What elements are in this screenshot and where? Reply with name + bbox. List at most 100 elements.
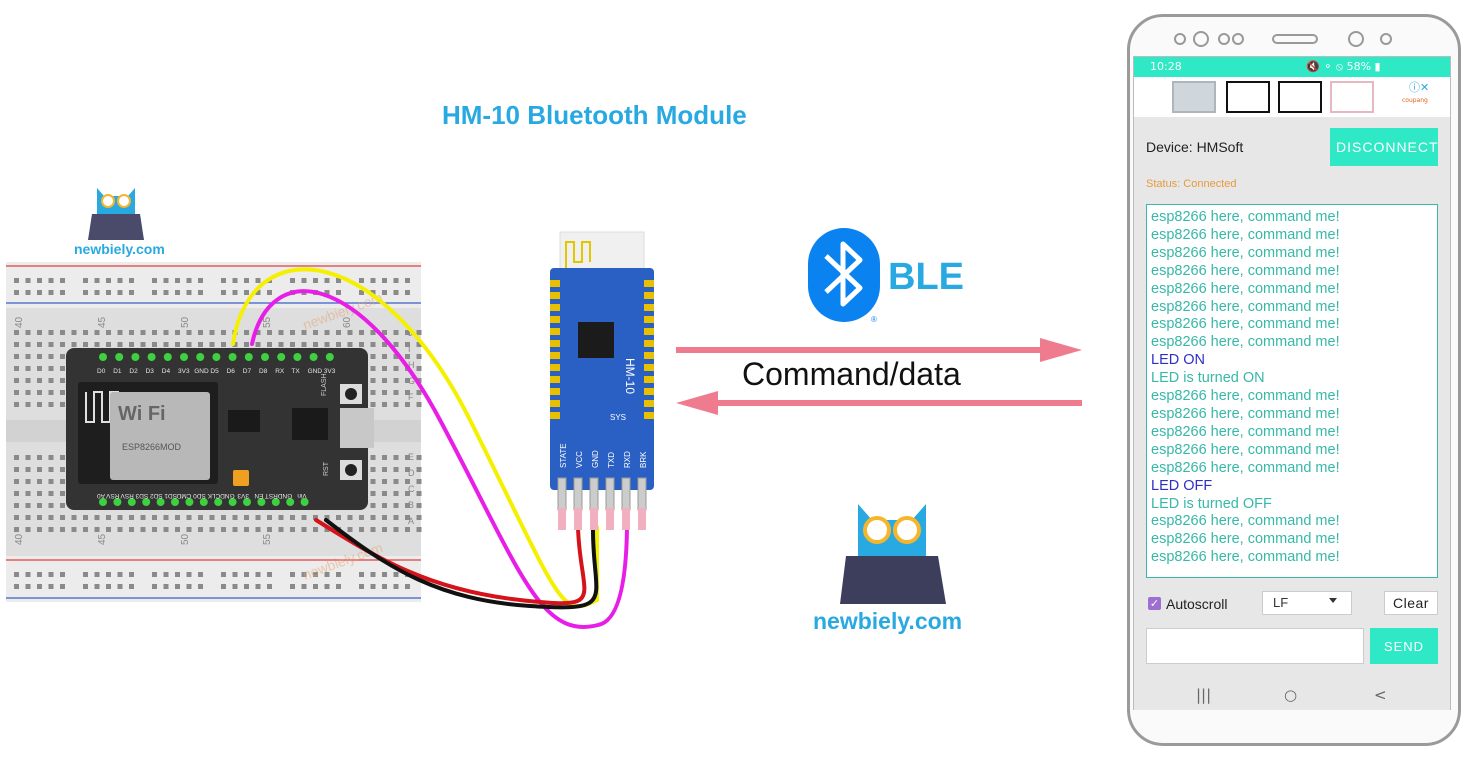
breadboard-hole: [359, 330, 364, 335]
esp-pin-label: D1: [113, 368, 122, 375]
breadboard-hole: [48, 455, 54, 460]
breadboard-hole: [48, 479, 54, 484]
log-response-line: esp8266 here, command me!: [1151, 209, 1340, 225]
breadboard-hole: [60, 290, 65, 295]
breadboard-hole: [25, 402, 31, 407]
ad-close-icon[interactable]: ⓘ✕: [1409, 81, 1430, 94]
esp-pin-label: SD1: [164, 492, 177, 499]
hm10-pin-label: BRK: [639, 451, 648, 468]
log-response-line: esp8266 here, command me!: [1151, 298, 1340, 315]
log-response-line: LED is turned OFF: [1151, 495, 1272, 512]
breadboard-hole: [416, 366, 422, 371]
esp-pin: [214, 498, 223, 506]
bb-col-label: 55: [262, 533, 273, 545]
breadboard-hole: [94, 342, 100, 347]
breadboard-hole: [186, 330, 192, 335]
breadboard-hole: [267, 572, 272, 577]
message-input[interactable]: [1146, 628, 1364, 664]
breadboard-hole: [60, 402, 65, 407]
hm10-board-label: HM-10: [623, 358, 637, 394]
breadboard-hole: [140, 330, 146, 335]
breadboard-hole: [336, 278, 341, 283]
autoscroll-checkbox[interactable]: ✓: [1148, 597, 1161, 610]
breadboard-hole: [290, 572, 295, 577]
breadboard-hole: [129, 515, 134, 520]
esp-pin: [131, 353, 140, 361]
breadboard-hole: [290, 330, 295, 335]
breadboard-hole: [106, 330, 111, 335]
breadboard-hole: [186, 515, 192, 520]
send-button[interactable]: SEND: [1370, 628, 1438, 664]
log-response-line: esp8266 here, command me!: [1151, 405, 1340, 422]
breadboard-hole: [324, 572, 330, 577]
recents-icon[interactable]: |||: [1196, 686, 1212, 704]
hm10-pad: [644, 328, 654, 335]
ad-thumbnail[interactable]: [1226, 81, 1270, 113]
breadboard-hole: [163, 515, 169, 520]
esp-module-label: ESP8266MOD: [122, 442, 182, 452]
esp-pin: [147, 353, 156, 361]
breadboard-hole: [382, 366, 387, 371]
breadboard-hole: [382, 378, 387, 383]
breadboard-hole: [37, 342, 42, 347]
breadboard-hole: [48, 378, 54, 383]
breadboard-hole: [405, 491, 410, 496]
clear-button[interactable]: Clear: [1384, 591, 1438, 615]
breadboard-hole: [37, 402, 42, 407]
breadboard-hole: [393, 390, 399, 395]
breadboard-hole: [186, 572, 192, 577]
esp-pin: [180, 353, 188, 361]
breadboard-hole: [14, 366, 19, 371]
esp-pin-label: GND: [308, 368, 323, 375]
esp-pin-label: RSV: [120, 492, 134, 499]
hm10-pad: [644, 412, 654, 419]
hm10-pad: [550, 400, 560, 407]
breadboard-hole: [405, 515, 410, 520]
hm10-pad: [550, 280, 560, 287]
bb-row-label: I: [408, 344, 411, 354]
disconnect-button[interactable]: DISCONNECT: [1330, 128, 1438, 166]
breadboard-hole: [405, 527, 410, 532]
breadboard-hole: [221, 342, 226, 347]
breadboard-hole: [186, 527, 192, 532]
breadboard-hole: [94, 515, 100, 520]
hm10-pad: [644, 400, 654, 407]
esp-pin: [244, 353, 253, 361]
breadboard-hole: [416, 455, 422, 460]
ad-thumbnail[interactable]: [1330, 81, 1374, 113]
log-response-line: esp8266 here, command me!: [1151, 531, 1340, 548]
log-response-line: esp8266 here, command me!: [1151, 226, 1340, 243]
ad-thumbnail[interactable]: [1278, 81, 1322, 113]
breadboard-hole: [244, 527, 249, 532]
serial-log[interactable]: esp8266 here, command me!esp8266 here, c…: [1146, 204, 1438, 578]
breadboard-hole: [370, 354, 376, 359]
back-icon[interactable]: <: [1374, 686, 1387, 704]
breadboard-hole: [382, 354, 387, 359]
breadboard-hole: [60, 342, 65, 347]
ad-banner[interactable]: ⓘ✕ coupang: [1134, 77, 1450, 117]
breadboard-hole: [25, 503, 31, 508]
breadboard-hole: [301, 330, 307, 335]
breadboard-hole: [37, 330, 42, 335]
breadboard-hole: [278, 342, 284, 347]
wires: [231, 267, 629, 629]
breadboard-hole: [14, 515, 19, 520]
line-ending-select[interactable]: LF: [1262, 591, 1352, 615]
esp-pin-label: SD2: [150, 492, 163, 499]
ad-thumbnail[interactable]: [1172, 81, 1216, 113]
hm10-pin-label: RXD: [623, 451, 632, 468]
esp-pin-label: GND: [194, 368, 209, 375]
home-icon[interactable]: ○: [1284, 686, 1298, 704]
breadboard-hole: [14, 354, 19, 359]
breadboard-hole: [37, 366, 42, 371]
breadboard-hole: [37, 467, 42, 472]
breadboard-hole: [393, 572, 399, 577]
breadboard-hole: [25, 527, 31, 532]
esp-pin-label: A0: [97, 492, 105, 499]
breadboard-hole: [60, 515, 65, 520]
hm10-sys-label: SYS: [610, 413, 626, 422]
bb-row-label: F: [408, 392, 414, 402]
esp-pin: [99, 498, 107, 506]
breadboard-hole: [405, 354, 410, 359]
